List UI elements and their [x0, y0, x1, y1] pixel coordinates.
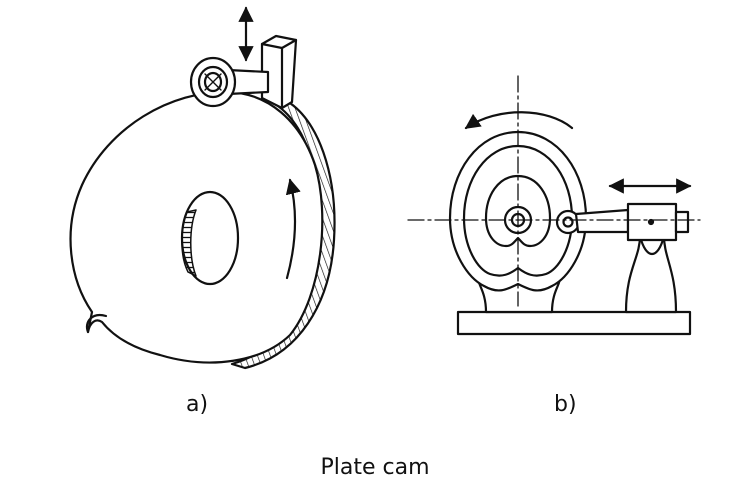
figure-a-plate-cam	[69, 6, 336, 370]
cam-notch	[85, 314, 108, 334]
rotation-arrow-icon	[285, 178, 301, 280]
figure-caption: Plate cam	[320, 455, 430, 480]
cam-bore-knurl	[181, 209, 197, 277]
figure-label-a: a)	[186, 392, 209, 417]
follower-guide	[260, 34, 298, 110]
rod-extension	[674, 210, 690, 234]
figure-label-b: b)	[554, 392, 577, 417]
follower-pedestal	[624, 234, 678, 314]
figure-b-front-view	[407, 75, 701, 336]
follower-rod	[574, 208, 630, 234]
center-lines	[407, 75, 701, 307]
base-plate	[456, 310, 692, 336]
cam-rotation-arrow-icon	[464, 111, 574, 130]
